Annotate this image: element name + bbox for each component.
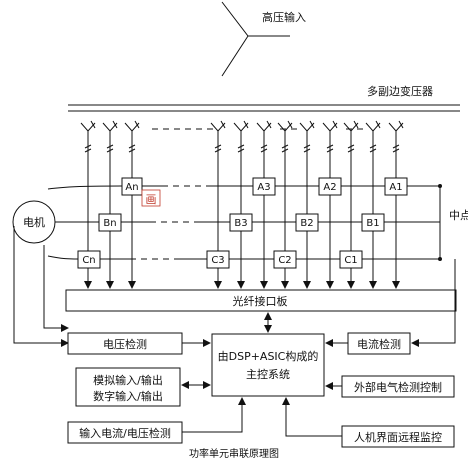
motor-voltage-sense-line [13,226,69,347]
hmi-label: 人机界面远程监控 [354,430,442,444]
phase-c-chain [47,255,79,260]
cell-an-label: An [125,182,138,193]
transformer-label: 多副边变压器 [367,84,433,98]
main-control-box [211,333,325,397]
neutral-current-sense-line [411,259,456,347]
external-detect-label: 外部电气检测控制 [354,380,442,394]
secondary-windings [80,120,404,137]
hv-input-lines [221,1,290,77]
cell-b1-label: B1 [366,218,379,229]
cell-bn-label: Bn [103,218,116,229]
input-detect-label: 输入电流/电压检测 [79,426,171,440]
neutral-label-1: 中点 [449,209,468,222]
main-control-label-line1: 由DSP+ASIC构成的 [218,349,319,363]
motor-label: 电机 [23,215,45,229]
io-label-line1: 模拟输入/输出 [93,373,163,387]
hmi-to-main-arrow [282,397,342,437]
cell-c2-label: C2 [278,255,291,266]
cell-cn-label: Cn [82,255,95,266]
cell-c1-label: C1 [344,255,357,266]
fiber-board-box [65,289,457,312]
motor-current-sense-line [43,245,69,332]
io-label-line2: 数字输入/输出 [93,389,163,403]
io-box [75,367,181,407]
cell-b2-label: B2 [300,218,313,229]
voltage-detect-label: 电压检测 [103,337,147,351]
hv-input-label: 高压输入 [262,10,306,24]
caption: 功率单元串联原理图 [189,447,279,459]
stamp-box [141,189,161,207]
stamp-text: 画 [146,193,157,206]
fiber-board-label: 光纤接口板 [233,294,288,308]
input-detect-to-main-arrow [182,397,246,433]
motor-symbol [12,200,56,244]
cell-a3-label: A3 [257,182,270,193]
cell-a1-label: A1 [389,182,402,193]
main-control-label-line2: 主控系统 [246,367,290,381]
current-detect-label: 电流检测 [357,337,401,351]
cell-a2-label: A2 [323,182,336,193]
cell-to-fiber-links [84,137,400,289]
cell-b3-label: B3 [234,218,247,229]
cell-c3-label: C3 [211,255,224,266]
